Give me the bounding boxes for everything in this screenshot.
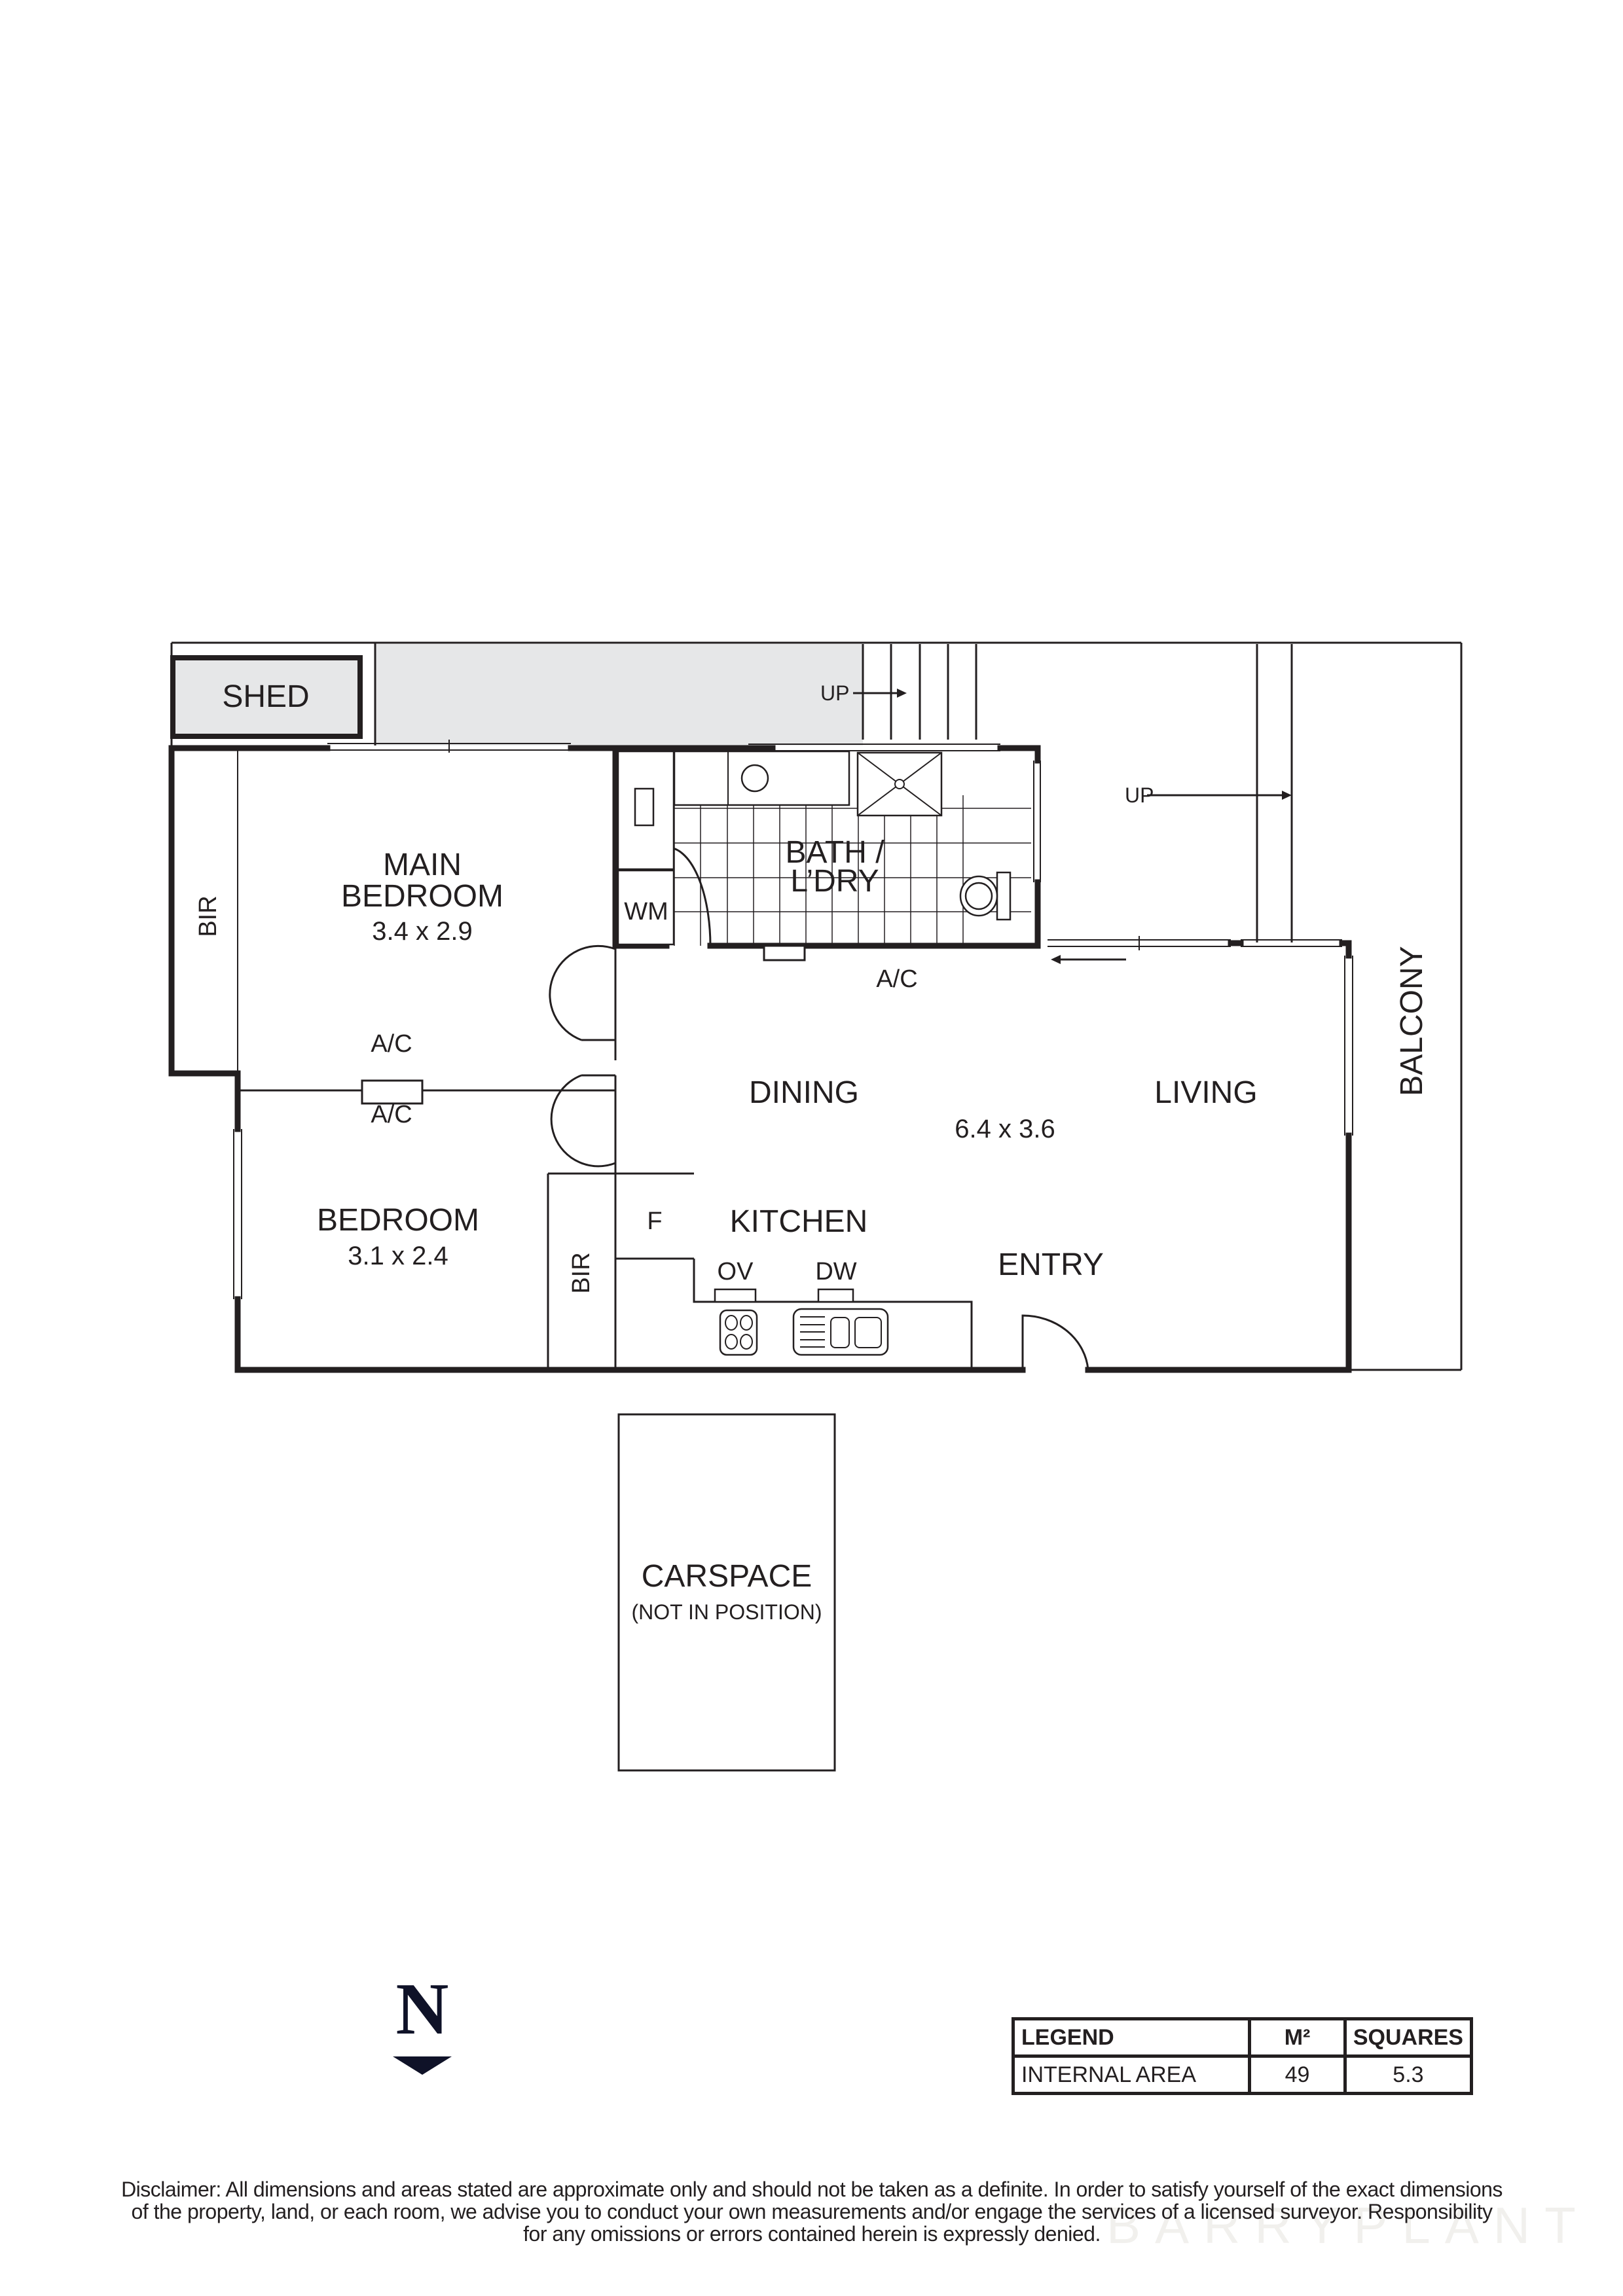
kitchen-bench: OV DW — [693, 1258, 1089, 1371]
bath-label-line1: BATH / — [785, 835, 884, 870]
north-arrow-icon — [393, 2056, 452, 2075]
legend-table: LEGEND M² SQUARES INTERNAL AREA 49 5.3 — [1011, 2017, 1474, 2095]
bir-bedroom-label: BIR — [568, 1252, 595, 1293]
ac-unit-dining — [763, 944, 806, 961]
legend-header-row: LEGEND M² SQUARES — [1011, 2017, 1474, 2058]
stairs-1: UP — [820, 644, 977, 740]
oven-label: OV — [718, 1258, 754, 1285]
entry-label: ENTRY — [998, 1247, 1104, 1282]
legend-row-m2: 49 — [1248, 2054, 1347, 2095]
disclaimer: Disclaimer: All dimensions and areas sta… — [72, 2178, 1552, 2245]
stairs-2: UP — [1125, 644, 1293, 942]
ac-unit-bedrooms — [361, 1079, 424, 1105]
ac-main-bedroom-label: A/C — [371, 1030, 412, 1058]
carspace: CARSPACE (NOT IN POSITION) — [617, 1413, 836, 1772]
bedroom-dimensions: 3.1 x 2.4 — [348, 1242, 448, 1270]
door-swing-main-bedroom — [549, 944, 616, 1041]
stairs-up-label-1: UP — [820, 681, 849, 705]
carspace-label: CARSPACE — [642, 1559, 812, 1594]
legend-header-name: LEGEND — [1011, 2017, 1252, 2058]
basin-icon — [740, 764, 769, 793]
shed-label: SHED — [222, 679, 309, 714]
disclaimer-line-1: Disclaimer: All dimensions and areas sta… — [121, 2178, 1503, 2201]
north-compass: N — [386, 1969, 458, 2075]
external-walls — [168, 740, 1353, 1373]
bath-laundry: WM BATH / L’DRY — [617, 750, 1031, 946]
dishwasher-icon — [817, 1288, 854, 1303]
bedroom-label: BEDROOM — [317, 1203, 479, 1238]
cooktop-icon — [719, 1309, 758, 1356]
sink-icon — [792, 1308, 889, 1356]
dishwasher-label: DW — [815, 1258, 856, 1285]
oven-icon — [714, 1288, 757, 1303]
living-label: LIVING — [1154, 1075, 1257, 1110]
disclaimer-line-2: of the property, land, or each room, we … — [131, 2200, 1493, 2223]
carspace-note: (NOT IN POSITION) — [632, 1600, 822, 1624]
legend-header-squares: SQUARES — [1343, 2017, 1474, 2058]
ac-dining-label: A/C — [876, 965, 917, 993]
courtyard-shaded — [375, 644, 863, 745]
bath-label-line2: L’DRY — [790, 864, 879, 899]
balcony-label: BALCONY — [1395, 946, 1429, 1096]
main-bedroom-label-line1: MAIN — [383, 848, 462, 882]
watermark: BARRYPLANT — [1106, 2197, 1590, 2254]
dining-label: DINING — [749, 1075, 859, 1110]
living-dining-dimensions: 6.4 x 3.6 — [955, 1115, 1055, 1143]
main-bedroom-label-line2: BEDROOM — [341, 879, 503, 914]
stairs-up-label-2: UP — [1125, 783, 1154, 807]
legend-row-name: INTERNAL AREA — [1011, 2054, 1252, 2095]
shed: SHED — [170, 655, 363, 739]
north-letter: N — [395, 1969, 449, 2050]
balcony: BALCONY — [1349, 643, 1463, 1371]
kitchen-label: KITCHEN — [730, 1204, 868, 1239]
main-bedroom-dimensions: 3.4 x 2.9 — [372, 917, 472, 946]
fridge-label: F — [647, 1208, 662, 1235]
disclaimer-line-3: for any omissions or errors contained he… — [523, 2222, 1101, 2246]
internal-walls: BIR BIR F A/C — [194, 745, 1041, 1370]
bir-main-label: BIR — [194, 895, 222, 937]
shower-drain-icon — [894, 779, 905, 789]
legend-row-squares: 5.3 — [1343, 2054, 1474, 2095]
ac-bedroom-label: A/C — [371, 1101, 412, 1128]
table-row: INTERNAL AREA 49 5.3 — [1011, 2054, 1474, 2095]
site-boundary — [170, 641, 1461, 748]
laundry-tub-icon — [634, 787, 655, 827]
door-swing-bedroom — [550, 1074, 616, 1168]
wm-label: WM — [624, 898, 668, 925]
legend-header-m2: M² — [1248, 2017, 1347, 2058]
entry-door-swing — [1021, 1314, 1089, 1371]
room-labels: MAIN BEDROOM 3.4 x 2.9 A/C A/C BEDROOM 3… — [317, 848, 1258, 1282]
washing-machine — [617, 869, 675, 946]
